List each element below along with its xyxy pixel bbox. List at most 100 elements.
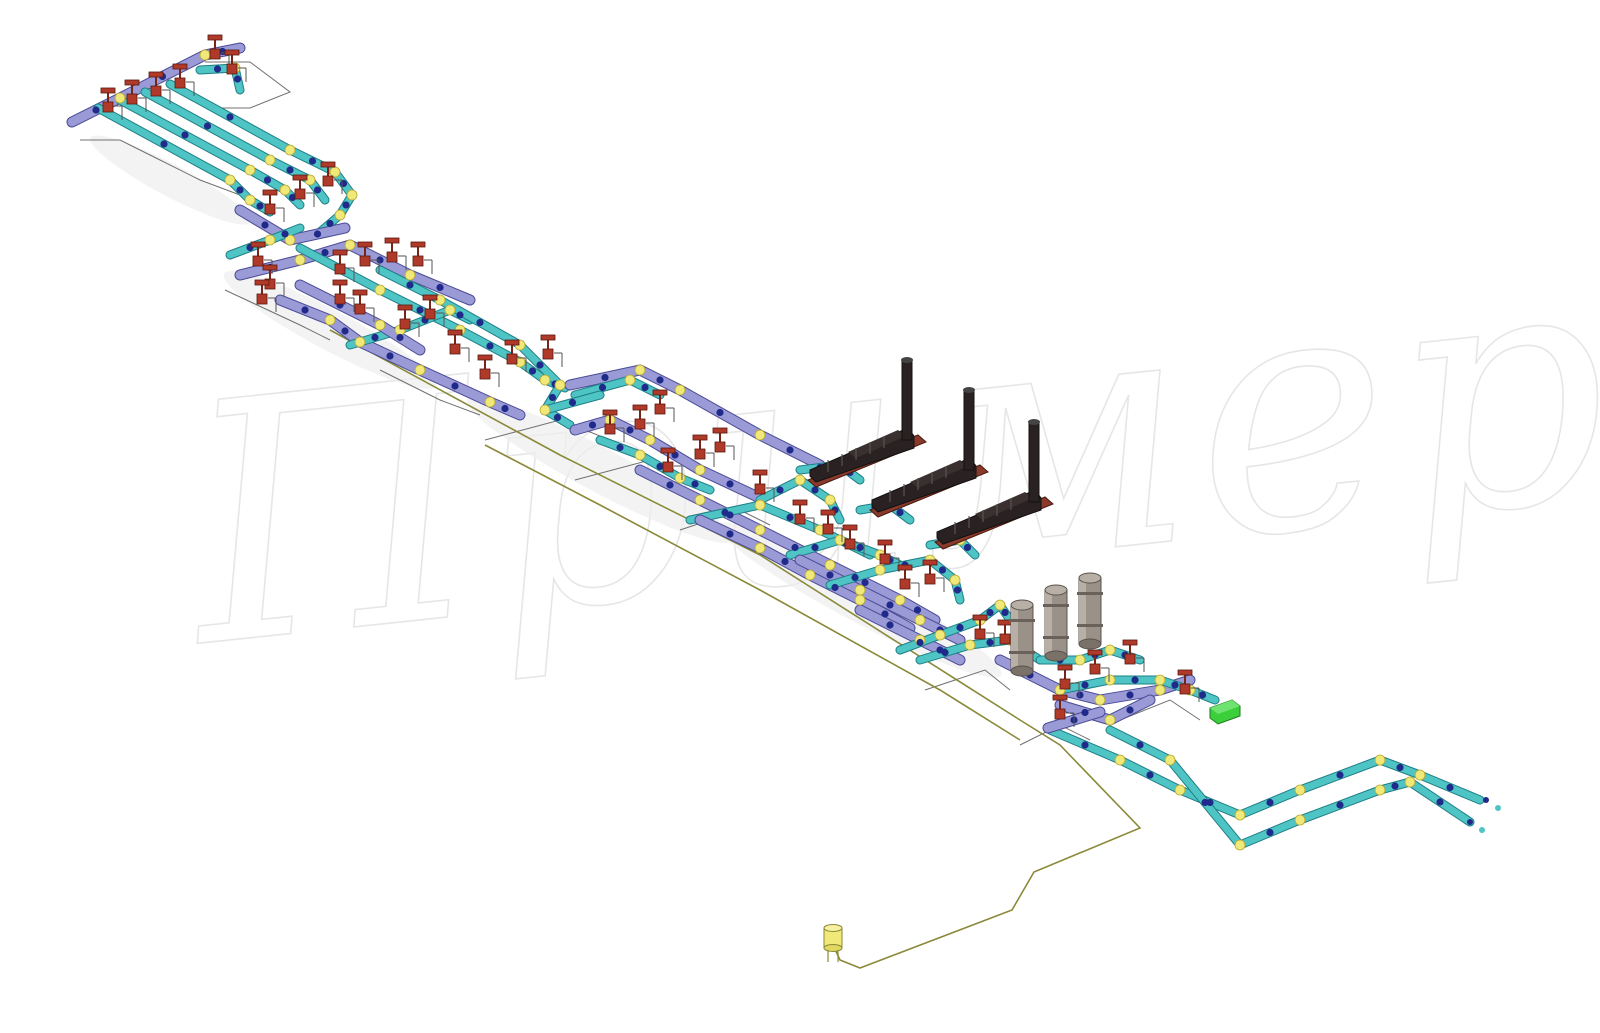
elbow-fitting: [854, 584, 866, 596]
valve-assemblies: [100, 34, 1200, 727]
flange-fitting: [726, 480, 734, 488]
elbow-fitting: [539, 374, 551, 386]
valve-14: [357, 241, 380, 274]
flange-fitting: [641, 383, 649, 392]
valve-24: [540, 334, 563, 367]
flange-fitting: [548, 393, 557, 402]
elbow-fitting: [674, 384, 686, 396]
flange-fitting: [1266, 828, 1274, 837]
flange-fitting: [286, 166, 294, 174]
flange-fitting: [938, 566, 947, 574]
elbow-fitting: [644, 434, 656, 446]
flange-fitting: [1171, 681, 1179, 689]
elbow-fitting: [794, 474, 806, 486]
flange-fitting: [786, 513, 794, 522]
flange-fitting: [886, 621, 894, 629]
flange-fitting: [1146, 771, 1154, 779]
elbow-fitting: [284, 144, 296, 156]
flange-fitting: [588, 421, 597, 429]
flange-fitting: [851, 573, 859, 582]
elbow-fitting: [964, 639, 976, 651]
valve-27: [652, 389, 675, 422]
flange-fitting: [181, 131, 189, 139]
elbow-fitting: [264, 154, 276, 166]
vessel-group: [1009, 572, 1103, 677]
elbow-fitting: [264, 234, 276, 246]
elbow-fitting: [354, 336, 366, 348]
valve-25: [602, 409, 625, 442]
elbow-fitting: [324, 314, 336, 326]
elbow-fitting: [1234, 809, 1246, 821]
valve-44: [1177, 669, 1200, 702]
flange-fitting: [726, 530, 734, 538]
elbow-fitting: [1104, 644, 1116, 656]
flange-fitting: [233, 75, 242, 83]
flange-fitting: [342, 201, 350, 209]
flange-fitting: [339, 179, 348, 188]
flange-fitting: [1131, 676, 1139, 684]
flange-fitting: [436, 283, 444, 292]
vessel-2: [1043, 584, 1069, 662]
flange-fitting: [656, 462, 664, 471]
flange-fitting: [1081, 681, 1089, 689]
elbow-fitting: [674, 472, 686, 484]
elbow-fitting: [634, 364, 646, 376]
elbow-fitting: [1234, 839, 1246, 851]
elbow-fitting: [934, 629, 946, 641]
flange-fitting: [956, 623, 964, 632]
heater-3: [934, 419, 1054, 550]
elbow-fitting: [754, 499, 766, 511]
flange-fitting: [776, 486, 784, 494]
flange-fitting: [308, 157, 317, 165]
valve-6: [224, 49, 247, 82]
flange-fitting: [476, 318, 484, 327]
flange-fitting: [941, 648, 949, 657]
valve-16: [410, 241, 433, 274]
elbow-fitting: [244, 164, 256, 176]
elbow-fitting: [1404, 776, 1416, 788]
valve-40: [1057, 664, 1080, 697]
flange-fitting: [986, 638, 994, 647]
elbow-fitting: [414, 364, 426, 376]
elbow-fitting: [294, 254, 306, 266]
valve-33: [820, 509, 843, 542]
valve-30: [712, 427, 735, 460]
flange-fitting: [831, 583, 839, 592]
elbow-fitting: [374, 319, 386, 331]
valve-26: [632, 404, 655, 437]
flange-fitting: [896, 508, 904, 517]
flange-fitting: [616, 443, 624, 452]
flange-fitting: [1076, 691, 1084, 699]
valve-42: [1122, 639, 1145, 672]
valve-2: [100, 87, 123, 120]
flange-fitting: [321, 248, 329, 257]
flange-fitting: [226, 113, 234, 121]
flange-fitting: [1336, 801, 1344, 809]
vessel-1: [1009, 599, 1035, 677]
flange-fitting: [1206, 798, 1214, 807]
flange-fitting: [486, 342, 494, 350]
flange-fitting: [568, 398, 577, 407]
flange-fitting: [313, 230, 322, 238]
elbow-fitting: [1294, 784, 1306, 796]
flange-fitting: [716, 408, 724, 417]
flange-fitting: [656, 376, 664, 384]
drain-tank: [823, 924, 843, 962]
elbow-fitting: [874, 564, 886, 576]
flange-fitting: [786, 446, 794, 454]
flange-fitting: [406, 281, 414, 289]
flange-fitting: [1396, 763, 1404, 772]
elbow-fitting: [539, 404, 551, 416]
elbow-fitting: [694, 464, 706, 476]
valve-8: [292, 174, 315, 207]
flange-fitting: [281, 230, 289, 238]
elbow-fitting: [404, 269, 416, 281]
elbow-fitting: [114, 92, 126, 104]
flange-fitting: [856, 543, 864, 552]
valve-13: [332, 249, 355, 282]
elbow-fitting: [1294, 814, 1306, 826]
heater-group: [807, 357, 1054, 550]
flange-fitting: [376, 256, 384, 264]
elbow-fitting: [1154, 674, 1166, 686]
elbow-fitting: [914, 614, 926, 626]
